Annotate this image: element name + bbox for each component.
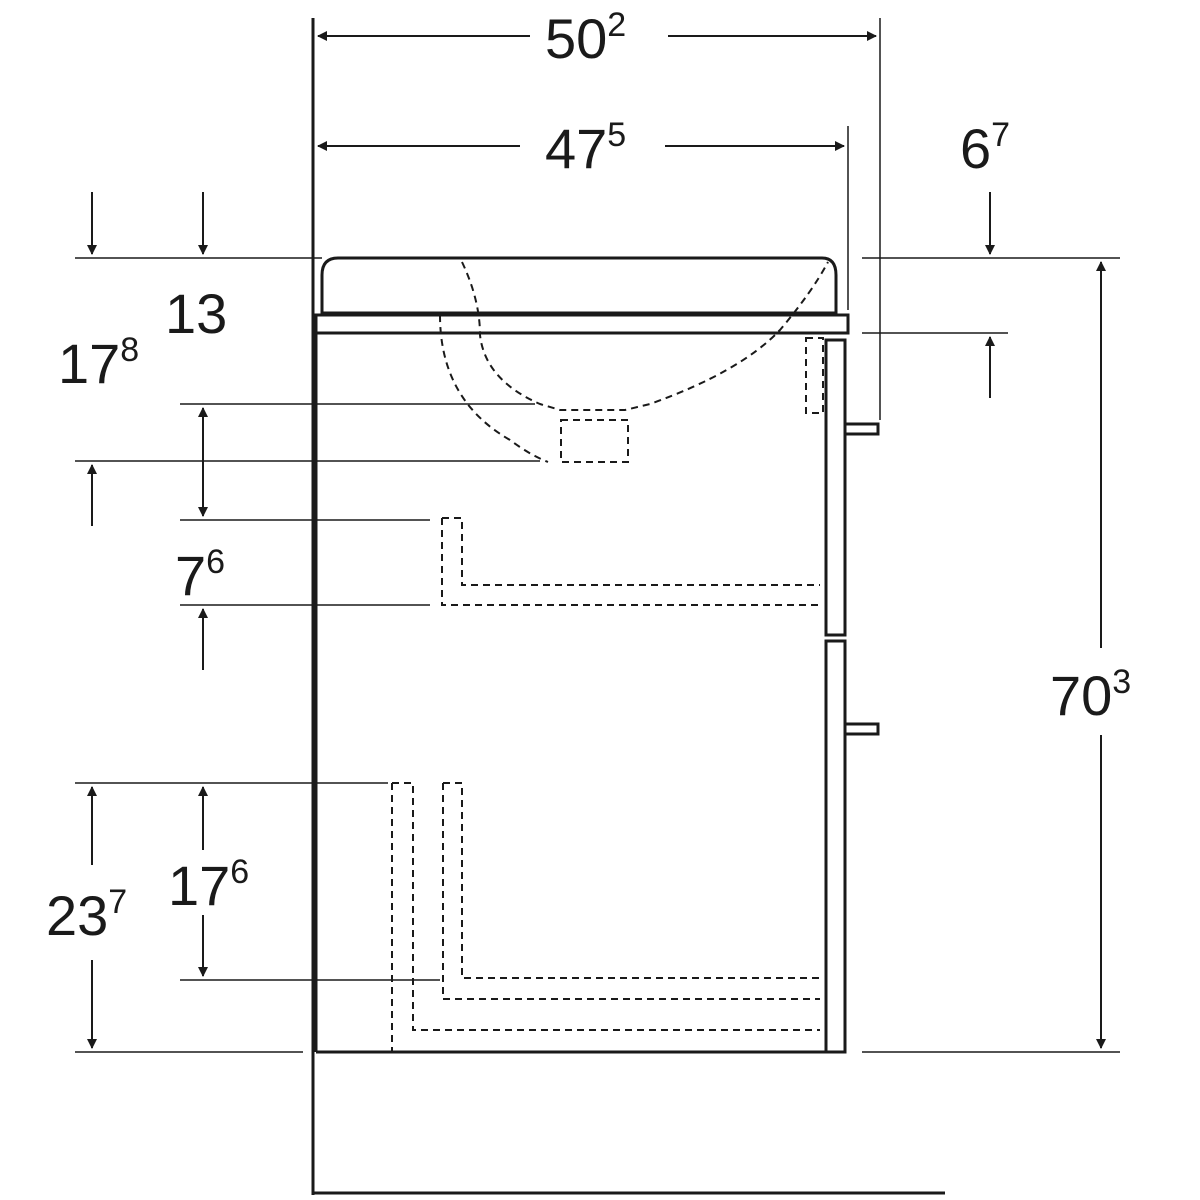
- upper-drawer-front: [824, 338, 847, 637]
- countertop: [314, 313, 850, 335]
- dim-basin-width: 475: [545, 116, 626, 180]
- dim-basin-rim: 13: [165, 282, 227, 345]
- dim-inner-drawer: 176: [168, 853, 249, 917]
- outline-group: [311, 18, 945, 1195]
- inner-drawer-hidden: [442, 782, 820, 1000]
- lower-handle: [843, 722, 880, 736]
- lower-drawer-front: [824, 639, 847, 1054]
- drain: [560, 419, 629, 463]
- hidden-lines: [391, 261, 829, 1052]
- dim-overall-width: 502: [545, 6, 626, 70]
- upper-drawer-hidden: [441, 517, 820, 606]
- basin-top: [320, 256, 838, 315]
- basin-bowl-outline: [439, 314, 549, 463]
- dim-upper-gap: 76: [175, 543, 225, 607]
- dim-handle-depth: 67: [960, 116, 1010, 180]
- dim-lower-drawer: 237: [46, 883, 127, 947]
- siphon-detail: [805, 337, 824, 414]
- extension-lines: [75, 18, 1120, 1053]
- dimension-arrows: [87, 31, 1106, 1049]
- lower-drawer-hidden: [391, 782, 820, 1052]
- basin-inner-outline: [461, 261, 829, 411]
- upper-handle: [843, 422, 880, 436]
- dim-overall-height: 703: [1050, 663, 1131, 727]
- dim-drain-height: 178: [58, 331, 139, 395]
